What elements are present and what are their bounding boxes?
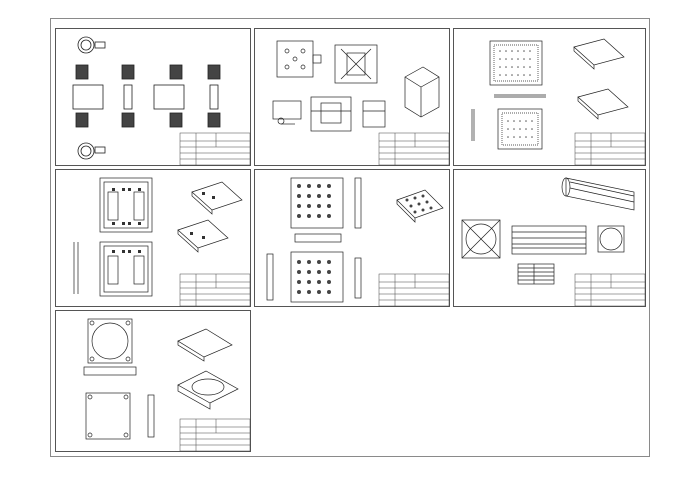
title-block	[179, 418, 251, 452]
sheet-5-grid-plate	[254, 169, 450, 307]
perforation-holes	[499, 50, 533, 138]
sheet-6-drawing	[461, 177, 646, 307]
slot-marks	[112, 188, 215, 253]
sheet-6-extrusion	[453, 169, 646, 307]
sheet-7-drawing	[83, 318, 251, 452]
sheet-3-drawing	[471, 38, 646, 166]
sheet-4-drawing	[73, 177, 251, 307]
sheet-2-mounting-plate	[254, 28, 450, 166]
title-block	[179, 132, 251, 166]
title-block	[574, 132, 646, 166]
grid-holes	[297, 184, 433, 294]
outer-frame	[50, 18, 650, 457]
sheet-2-drawing	[272, 40, 450, 166]
sheet-3-perforated-plate	[453, 28, 646, 166]
sheet-5-drawing	[266, 177, 450, 307]
title-block	[574, 273, 646, 307]
title-block	[179, 273, 251, 307]
sheet-7-round-cutout-plate	[55, 310, 251, 452]
sheet-4-slotted-plate	[55, 169, 251, 307]
title-block	[378, 273, 450, 307]
sheet-1-caster-wheels	[55, 28, 251, 166]
title-block	[378, 132, 450, 166]
sheet-1-drawing	[72, 36, 251, 166]
